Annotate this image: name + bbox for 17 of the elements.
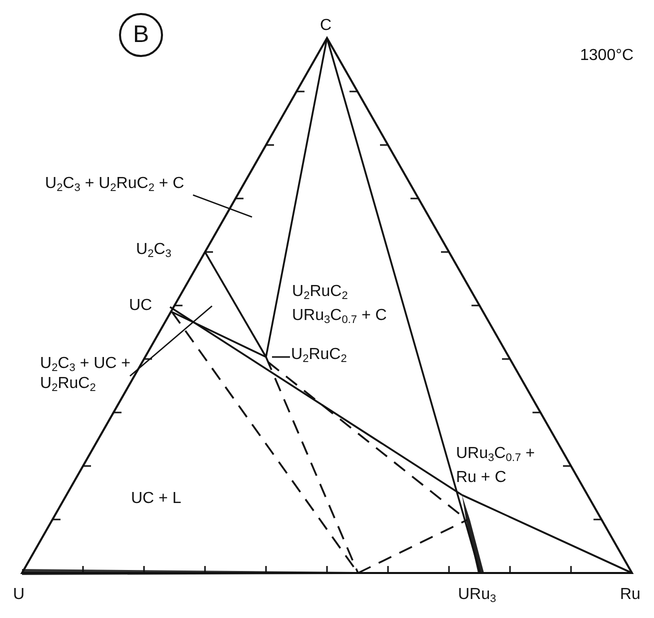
- phase-region-label: U$_{2}$RuC$_{2}$ URu$_{3}$C$_{0.7}$ + C: [292, 282, 388, 328]
- phase-label: U$_{2}$C$_{3}$ + U$_{2}$RuC$_{2}$ + C: [45, 174, 184, 194]
- compound-label: U$_{2}$C$_{3}$: [136, 240, 172, 260]
- vertex-label: Ru: [620, 585, 640, 605]
- temperature-label: 1300°C: [580, 46, 634, 66]
- vertex-label: U: [13, 585, 25, 605]
- compound-label: URu$_{3}$: [458, 585, 496, 605]
- phase-label: U$_{2}$C$_{3}$ + UC + U$_{2}$RuC$_{2}$: [40, 354, 136, 394]
- phase-region-label: UC + L: [131, 489, 182, 509]
- compound-label: UC: [129, 296, 152, 316]
- phase-label: U$_{2}$RuC$_{2}$: [291, 345, 347, 365]
- vertex-label: C: [320, 16, 332, 36]
- phase-region-label: URu$_{3}$C$_{0.7}$ + Ru + C: [456, 444, 536, 488]
- panel-letter-circle: B: [119, 13, 163, 57]
- leader-line: [192, 194, 252, 218]
- leader-line: [272, 356, 290, 358]
- leader-line: [130, 305, 212, 377]
